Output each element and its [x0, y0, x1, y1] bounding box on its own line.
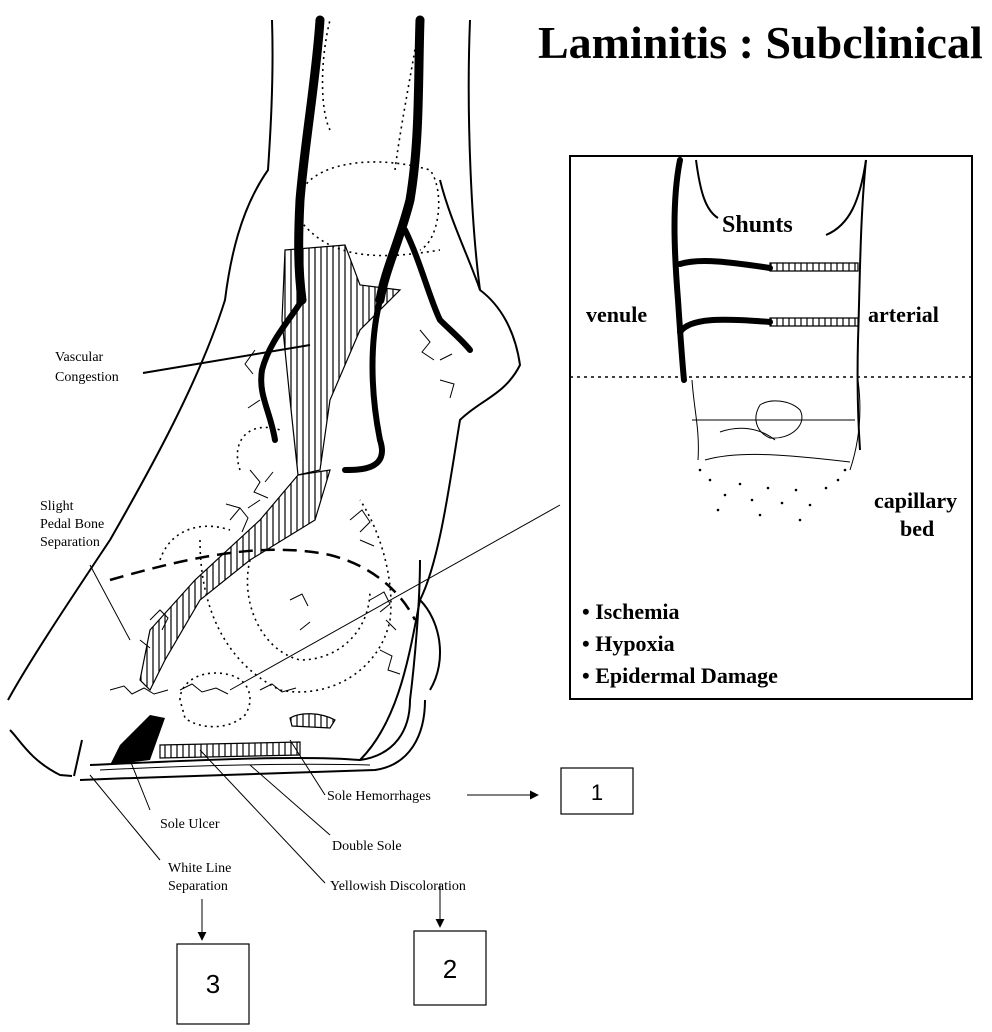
callout-box-1: 1 [561, 768, 633, 814]
inset-label-arterial: arterial [868, 302, 939, 327]
inset-label-venule: venule [586, 302, 647, 327]
label-double-sole: Double Sole [332, 839, 402, 854]
label-sole-ulcer: Sole Ulcer [160, 817, 220, 832]
label-vascular-congestion: Vascular Congestion [55, 350, 119, 385]
label-pedal-bone-separation: Slight Pedal Bone Separation [40, 499, 108, 550]
sole-ulcer-mark [110, 715, 165, 765]
inset-panel: Shunts venule arterial capillary bed • I… [570, 156, 972, 699]
diagram-title: Laminitis : Subclinical [538, 17, 983, 68]
callout-box-2: 2 [414, 931, 486, 1005]
callout-2-number: 2 [443, 954, 457, 984]
annotation-labels: Vascular Congestion Slight Pedal Bone Se… [40, 350, 466, 894]
callout-box-3: 3 [177, 944, 249, 1024]
label-white-line-separation: White Line Separation [168, 861, 235, 894]
hoof-illustration [8, 20, 520, 780]
label-sole-hemorrhages: Sole Hemorrhages [327, 789, 431, 804]
inset-label-shunts: Shunts [722, 212, 793, 238]
callout-1-number: 1 [591, 780, 603, 805]
callout-3-number: 3 [206, 969, 220, 999]
label-yellowish-discoloration: Yellowish Discoloration [330, 879, 466, 894]
